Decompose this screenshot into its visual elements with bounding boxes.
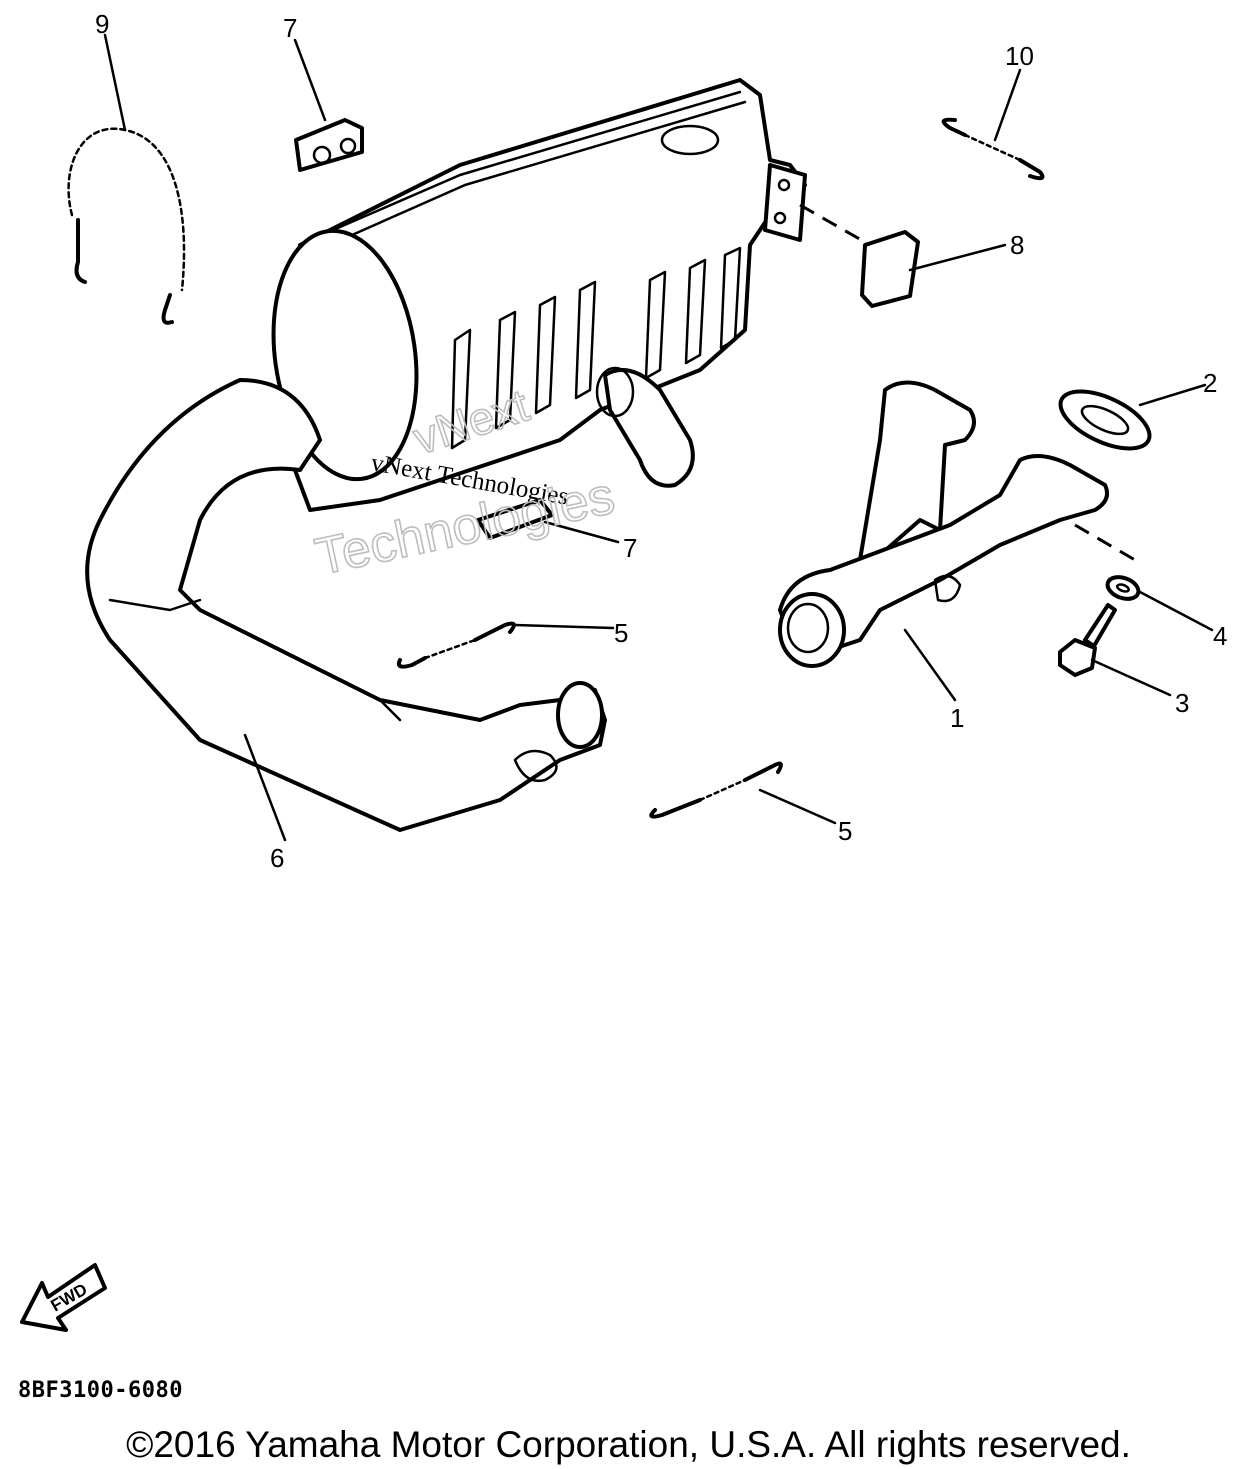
callout-1: 1 — [950, 703, 964, 733]
part-8-plate — [860, 230, 920, 308]
part-1-manifold — [778, 380, 1109, 668]
diagram-code: 8BF3100-6080 — [18, 1378, 183, 1403]
part-9-spring — [67, 127, 186, 325]
part-4-washer — [1105, 575, 1141, 601]
callout-7-top: 7 — [283, 13, 297, 43]
part-7-plate-top — [294, 118, 364, 172]
callout-10: 10 — [1005, 41, 1034, 71]
part-5-spring-lower — [649, 761, 783, 819]
callout-4: 4 — [1213, 621, 1227, 651]
callout-5-lower: 5 — [838, 816, 852, 846]
part-10-spring — [941, 117, 1045, 181]
callout-7-middle: 7 — [623, 533, 637, 563]
part-7-plate-middle — [476, 498, 554, 540]
assembly-line-8 — [799, 203, 871, 247]
part-6-exhaust-pipe — [85, 378, 607, 832]
leader-lines — [103, 33, 1214, 842]
callout-3: 3 — [1175, 688, 1189, 718]
part-2-gasket — [1058, 389, 1152, 451]
assembly-line-4 — [1074, 523, 1136, 562]
part-3-bolt — [1058, 603, 1117, 677]
callout-8: 8 — [1010, 230, 1024, 260]
muffler-assembly — [271, 78, 807, 512]
callout-5-upper: 5 — [614, 618, 628, 648]
callout-6: 6 — [270, 843, 284, 873]
copyright-notice: ©2016 Yamaha Motor Corporation, U.S.A. A… — [126, 1424, 1131, 1465]
callout-2: 2 — [1203, 368, 1217, 398]
part-5-spring-upper — [396, 621, 516, 669]
callout-9: 9 — [95, 9, 109, 39]
fwd-arrow-icon: FWD — [20, 1263, 107, 1332]
